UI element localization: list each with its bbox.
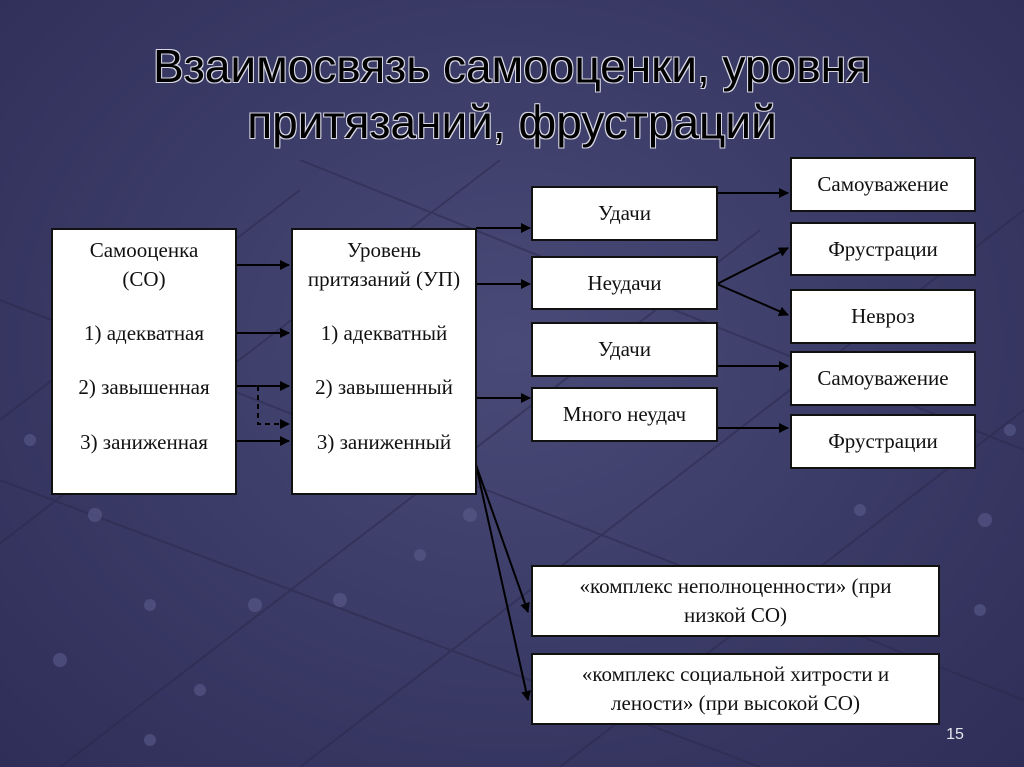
- self-esteem-heading-2: (СО): [122, 267, 166, 291]
- aspiration-item-1: 1) адекватный: [320, 321, 448, 345]
- outcome-label: Удачи: [598, 201, 651, 225]
- outcome-box-many-failures: Много неудач: [531, 387, 718, 442]
- self-esteem-box: Самооценка (СО) 1) адекватная 2) завышен…: [51, 228, 237, 495]
- slide-title-line2: притязаний, фрустраций: [247, 96, 777, 148]
- result-box-self-respect-2: Самоуважение: [790, 351, 976, 406]
- outcome-box-failures: Неудачи: [531, 256, 718, 310]
- aspiration-box: Уровень притязаний (УП) 1) адекватный 2)…: [291, 228, 477, 495]
- result-label: Самоуважение: [817, 172, 949, 196]
- arrow-up-to-complex-2: [475, 464, 531, 701]
- result-label: Самоуважение: [817, 366, 949, 390]
- aspiration-item-2: 2) завышенный: [315, 375, 453, 399]
- result-box-neurosis: Невроз: [790, 289, 976, 344]
- result-label: Фрустрации: [828, 236, 938, 261]
- result-box-frustration-1: Фрустрации: [790, 222, 976, 276]
- complex-box-social-cunning: «комплекс социальной хитрости и лености»…: [531, 653, 940, 725]
- complex-line: «комплекс неполноценности» (при: [579, 574, 892, 598]
- outcome-label: Неудачи: [587, 270, 662, 295]
- result-box-frustration-2: Фрустрации: [790, 414, 976, 469]
- outcome-label: Удачи: [598, 337, 651, 361]
- outcome-box-successes-1: Удачи: [531, 186, 718, 241]
- aspiration-heading-2: притязаний (УП): [307, 267, 461, 291]
- complex-line: низкой СО): [683, 603, 788, 627]
- self-esteem-item-3: 3) заниженная: [80, 430, 208, 454]
- self-esteem-heading-1: Самооценка: [89, 238, 199, 262]
- self-esteem-item-1: 1) адекватная: [83, 321, 205, 345]
- aspiration-heading-1: Уровень: [347, 238, 421, 262]
- outcome-box-successes-2: Удачи: [531, 322, 718, 377]
- complex-box-inferiority: «комплекс неполноценности» (при низкой С…: [531, 565, 940, 637]
- page-number: 15: [946, 726, 964, 743]
- result-label: Фрустрации: [828, 429, 938, 453]
- arrow-up-to-complex-1: [475, 464, 530, 613]
- self-esteem-item-2: 2) завышенная: [78, 375, 210, 399]
- result-label: Невроз: [851, 304, 915, 328]
- slide-title: Взаимосвязь самооценки, уровня притязани…: [0, 38, 1024, 150]
- arrow-outcome-to-result-2: [716, 247, 789, 285]
- slide-title-line1: Взаимосвязь самооценки, уровня: [153, 40, 871, 92]
- aspiration-item-3: 3) заниженный: [316, 430, 452, 454]
- complex-line: лености» (при высокой СО): [611, 691, 860, 715]
- result-box-self-respect-1: Самоуважение: [790, 157, 976, 212]
- outcome-label: Много неудач: [562, 402, 687, 426]
- arrow-outcome-to-result-3: [716, 283, 789, 316]
- dashed-connector: [257, 386, 290, 429]
- complex-line: «комплекс социальной хитрости и: [581, 662, 890, 686]
